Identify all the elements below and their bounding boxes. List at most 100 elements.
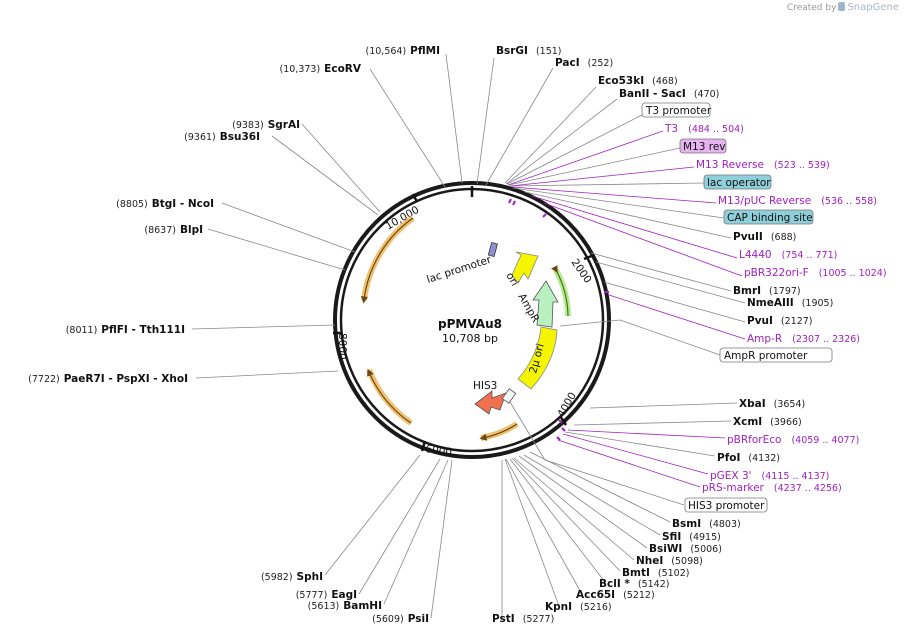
enzyme-label-eco53ki: Eco53kI(468) xyxy=(598,75,678,87)
enzyme-label-blpi: (8637)BlpI xyxy=(144,224,203,236)
enzyme-label-sfii: SfiI(4915) xyxy=(662,531,721,543)
enzyme-label-bamhi: (5613)BamHI xyxy=(308,600,382,612)
leader-ncoi xyxy=(221,202,356,253)
enzyme-label-bcli: BclI *(5142) xyxy=(599,578,669,590)
ori-arrow xyxy=(511,251,539,284)
feature-text-lac-operator: lac operator xyxy=(707,177,771,189)
enzyme-label-psti: PstI(5277) xyxy=(492,613,554,625)
primer-label-m13-reverse: M13 Reverse(523 .. 539) xyxy=(696,159,830,171)
enzyme-label-acc65i: Acc65I(5212) xyxy=(576,589,655,601)
feature-box-lac-operator[interactable] xyxy=(703,174,772,190)
enzyme-label-sgrai: (9383)SgrAI xyxy=(232,119,300,131)
feature-text-his3-promoter: HIS3 promoter xyxy=(688,500,765,512)
brand-name: SnapGene xyxy=(847,2,899,13)
enzyme-label-bsu36i: (9361)Bsu36I xyxy=(184,131,260,143)
leader-pvui xyxy=(603,281,746,323)
feature-text-ampr-promoter: AmpR promoter xyxy=(724,350,808,362)
leader-ecorv xyxy=(369,68,446,188)
leader-ampr-promoter xyxy=(559,319,721,356)
leader-pbrforeco xyxy=(567,429,726,439)
feature-label-his3: HIS3 xyxy=(473,380,497,392)
leader-psii xyxy=(430,459,453,619)
leader-bsrgi xyxy=(476,57,495,185)
enzyme-label-pvui: PvuI(2127) xyxy=(747,315,813,327)
enzyme-label-btgi-ncoi: (8805)BtgI - NcoI xyxy=(116,198,214,210)
enzyme-label-sphi: (5982)SphI xyxy=(261,571,323,583)
leader-pvuii xyxy=(524,191,732,239)
enzyme-label-pflfi-tth111i: (8011)PflFI - Tth111I xyxy=(66,324,185,336)
leader-sphi xyxy=(324,454,421,576)
primer-ticks xyxy=(508,198,609,441)
backbone-outer xyxy=(333,181,611,459)
enzyme-label-nhei: NheI(5098) xyxy=(636,555,703,567)
leader-lac-operator xyxy=(510,182,705,187)
leader-sfii xyxy=(523,454,661,536)
tick-label-4000: 4000 xyxy=(555,390,579,419)
leader-m13reverse xyxy=(509,166,695,187)
enzyme-label-bmri: BmrI(1797) xyxy=(733,285,801,297)
primer-label-pbr322ori-f: pBR322ori-F(1005 .. 1024) xyxy=(744,267,887,279)
feature-text-t3-promoter: T3 promoter xyxy=(645,105,712,117)
his3-arrow xyxy=(474,390,507,415)
feature-box-his3-promoter[interactable] xyxy=(684,497,768,513)
enzyme-label-nmeaiii: NmeAIII(1905) xyxy=(747,297,833,309)
plasmid-name: pPMVAu8 xyxy=(438,317,502,331)
leader-bsmi xyxy=(529,451,671,523)
tick-mark-10000 xyxy=(411,193,419,203)
enzyme-label-xcmi: XcmI(3966) xyxy=(733,416,802,428)
orf-arc-right-core xyxy=(551,265,569,317)
enzyme-label-psii: (5609)PsiI xyxy=(372,613,429,625)
leader-xhoi xyxy=(195,370,339,379)
orf-arc-bottom-core xyxy=(479,423,518,441)
snapgene-logo-icon xyxy=(838,2,846,11)
primer-label-l4440: L4440(754 .. 771) xyxy=(739,249,837,261)
leader-paci xyxy=(485,67,554,186)
feature-box-cap-binding-site[interactable] xyxy=(723,209,814,225)
his3-promoter-marker xyxy=(501,388,517,404)
enzyme-label-bsrgi: BsrGI(151) xyxy=(496,45,562,57)
enzyme-label-bsiwi: BsiWI(5006) xyxy=(649,543,722,555)
leader-pgex xyxy=(562,433,709,475)
enzyme-label-bsmi: BsmI(4803) xyxy=(672,518,741,530)
leader-bcli xyxy=(509,458,606,583)
leader-xcmi xyxy=(573,420,732,426)
leader-eagi xyxy=(358,458,441,595)
leader-l4440 xyxy=(531,195,738,259)
leader-eco53ki xyxy=(504,86,597,184)
feature-box-ampr-promoter[interactable] xyxy=(719,347,833,363)
leader-banii xyxy=(505,98,618,185)
enzyme-label-pfoi: PfoI(4132) xyxy=(717,452,780,464)
feature-label-lac-promoter: lac promoter xyxy=(425,253,493,285)
leader-xbai xyxy=(589,402,738,409)
primer-label-prs-marker: pRS-marker(4237 .. 4256) xyxy=(702,482,842,494)
leader-pbr322ori xyxy=(543,202,743,277)
leader-bmri xyxy=(590,252,732,292)
enzyme-label-eagi: (5777)EagI xyxy=(296,589,357,601)
snapgene-branding: Created by SnapGene xyxy=(787,2,899,13)
leader-nmeaiii xyxy=(595,261,746,304)
enzyme-label-paer7i-pspxi-xhoi: (7722)PaeR7I - PspXI - XhoI xyxy=(28,373,188,385)
feature-text-m13-rev: M13 rev xyxy=(683,141,726,153)
leader-t3 xyxy=(507,130,664,186)
tick-mark-6000 xyxy=(420,440,427,452)
primer-label-amp-r: Amp-R(2307 .. 2326) xyxy=(747,333,860,345)
feature-box-m13-rev[interactable] xyxy=(679,138,727,154)
brand-prefix: Created by xyxy=(786,3,837,13)
tick-mark-2000 xyxy=(583,253,595,261)
primer-label-pbrforeco: pBRforEco(4059 .. 4077) xyxy=(727,434,859,446)
enzyme-label-pvuii: PvuII(688) xyxy=(733,231,796,243)
feature-box-t3-promoter[interactable] xyxy=(641,102,711,118)
enzyme-label-banii-saci: BanII - SacI(470) xyxy=(619,88,719,100)
feature-label-ori: ori xyxy=(503,271,520,289)
leader-nhei xyxy=(513,457,635,561)
leader-kpni xyxy=(504,458,560,607)
orf-arc-bottom-left-core xyxy=(367,368,412,424)
leader-bamhi xyxy=(383,459,449,605)
two-micron-ori-shape xyxy=(517,326,558,390)
orf-arc-left-core xyxy=(360,217,414,304)
leader-his3-promoter xyxy=(509,401,685,506)
enzyme-label-pflmi: (10,564)PflMI xyxy=(366,45,441,57)
leader-bsu36i xyxy=(271,135,379,216)
leader-pfoi xyxy=(564,431,716,457)
leader-bsiwi xyxy=(518,455,648,549)
